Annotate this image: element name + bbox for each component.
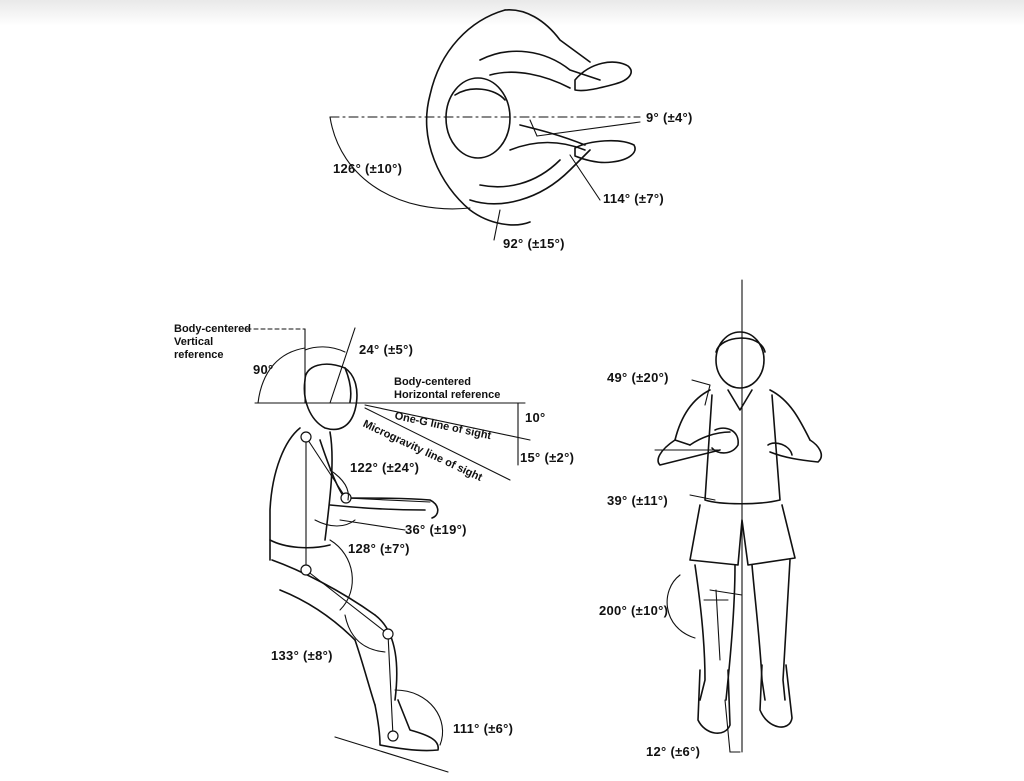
angle-label-133: 133° (±8°)	[271, 648, 333, 663]
vertical-reference-line2: Vertical	[174, 336, 214, 348]
angle-label-12: 12° (±6°)	[646, 744, 701, 759]
angle-label-111: 111° (±6°)	[453, 721, 514, 736]
top-band	[0, 0, 1024, 26]
angle-label-49: 49° (±20°)	[607, 370, 669, 385]
angle-label-114: 114° (±7°)	[603, 191, 665, 206]
front-view-figure	[654, 279, 823, 753]
angle-label-200: 200° (±10°)	[599, 603, 669, 618]
vertical-reference-line3: reference	[174, 349, 224, 361]
angle-label-24: 24° (±5°)	[359, 342, 414, 357]
angle-label-128: 128° (±7°)	[348, 541, 410, 556]
horizontal-reference-label: Body-centered Horizontal reference	[394, 376, 500, 402]
angle-label-92: 92° (±15°)	[503, 236, 565, 251]
top-view-figure	[329, 9, 641, 241]
angle-label-90: 90°	[253, 362, 274, 377]
vertical-reference-label: Body-centered Vertical reference	[174, 323, 251, 362]
horizontal-reference-line2: Horizontal reference	[394, 389, 501, 401]
vertical-reference-line1: Body-centered	[174, 323, 252, 335]
angle-label-15: 15° (±2°)	[520, 450, 575, 465]
angle-label-126: 126° (±10°)	[333, 161, 403, 176]
angle-label-36: 36° (±19°)	[405, 522, 467, 537]
horizontal-reference-line1: Body-centered	[394, 376, 472, 388]
angle-label-39: 39° (±11°)	[607, 493, 669, 508]
angle-label-10: 10°	[525, 410, 546, 425]
side-view-figure	[239, 327, 531, 773]
angle-label-122: 122° (±24°)	[350, 460, 420, 475]
angle-label-9: 9° (±4°)	[646, 110, 693, 125]
